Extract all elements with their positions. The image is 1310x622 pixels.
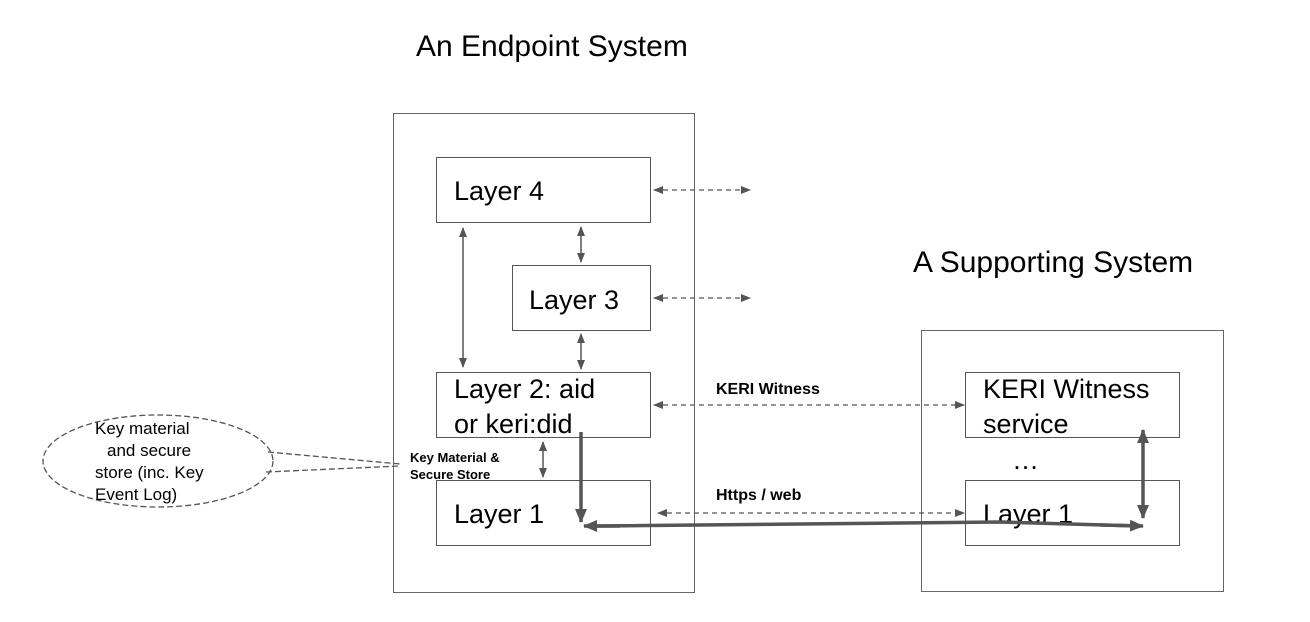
- layer-3-box: [512, 265, 651, 331]
- layer-1-label: Layer 1: [454, 499, 545, 529]
- bubble-text-line1: Key material: [95, 419, 190, 438]
- keri-witness-connection-label: KERI Witness: [716, 381, 820, 398]
- key-material-label-line2: Secure Store: [410, 467, 491, 482]
- bubble-text-line3: store (inc. Key: [95, 463, 204, 482]
- layer-4-label: Layer 4: [454, 176, 545, 206]
- key-material-label-line1: Key Material &: [410, 450, 500, 465]
- endpoint-system-title: An Endpoint System: [416, 30, 688, 63]
- layer-4-box: [436, 157, 651, 223]
- bold-arrow-right-head: [1099, 519, 1144, 532]
- layer-1-box: [436, 480, 651, 546]
- layer-2-box: [436, 372, 651, 438]
- keri-witness-service-box: [965, 372, 1180, 438]
- key-material-bubble: [42, 414, 274, 508]
- keri-witness-service-label-line2: service: [983, 409, 1069, 439]
- bubble-text-line4: Event Log): [95, 485, 178, 504]
- bold-route-connector: [587, 520, 1141, 528]
- layer-3-label: Layer 3: [529, 285, 620, 315]
- https-web-connection-label: Https / web: [716, 487, 802, 504]
- bubble-tail: [265, 451, 401, 473]
- bubble-text-line2: and secure: [107, 441, 192, 460]
- keri-witness-service-label-line1: KERI Witness: [983, 374, 1150, 404]
- layer-2-label-line1: Layer 2: aid: [454, 374, 596, 404]
- layer-2-label-line2: or keri:did: [454, 409, 573, 439]
- supporting-system-title: A Supporting System: [913, 246, 1194, 279]
- ellipsis-label: …: [1012, 445, 1039, 475]
